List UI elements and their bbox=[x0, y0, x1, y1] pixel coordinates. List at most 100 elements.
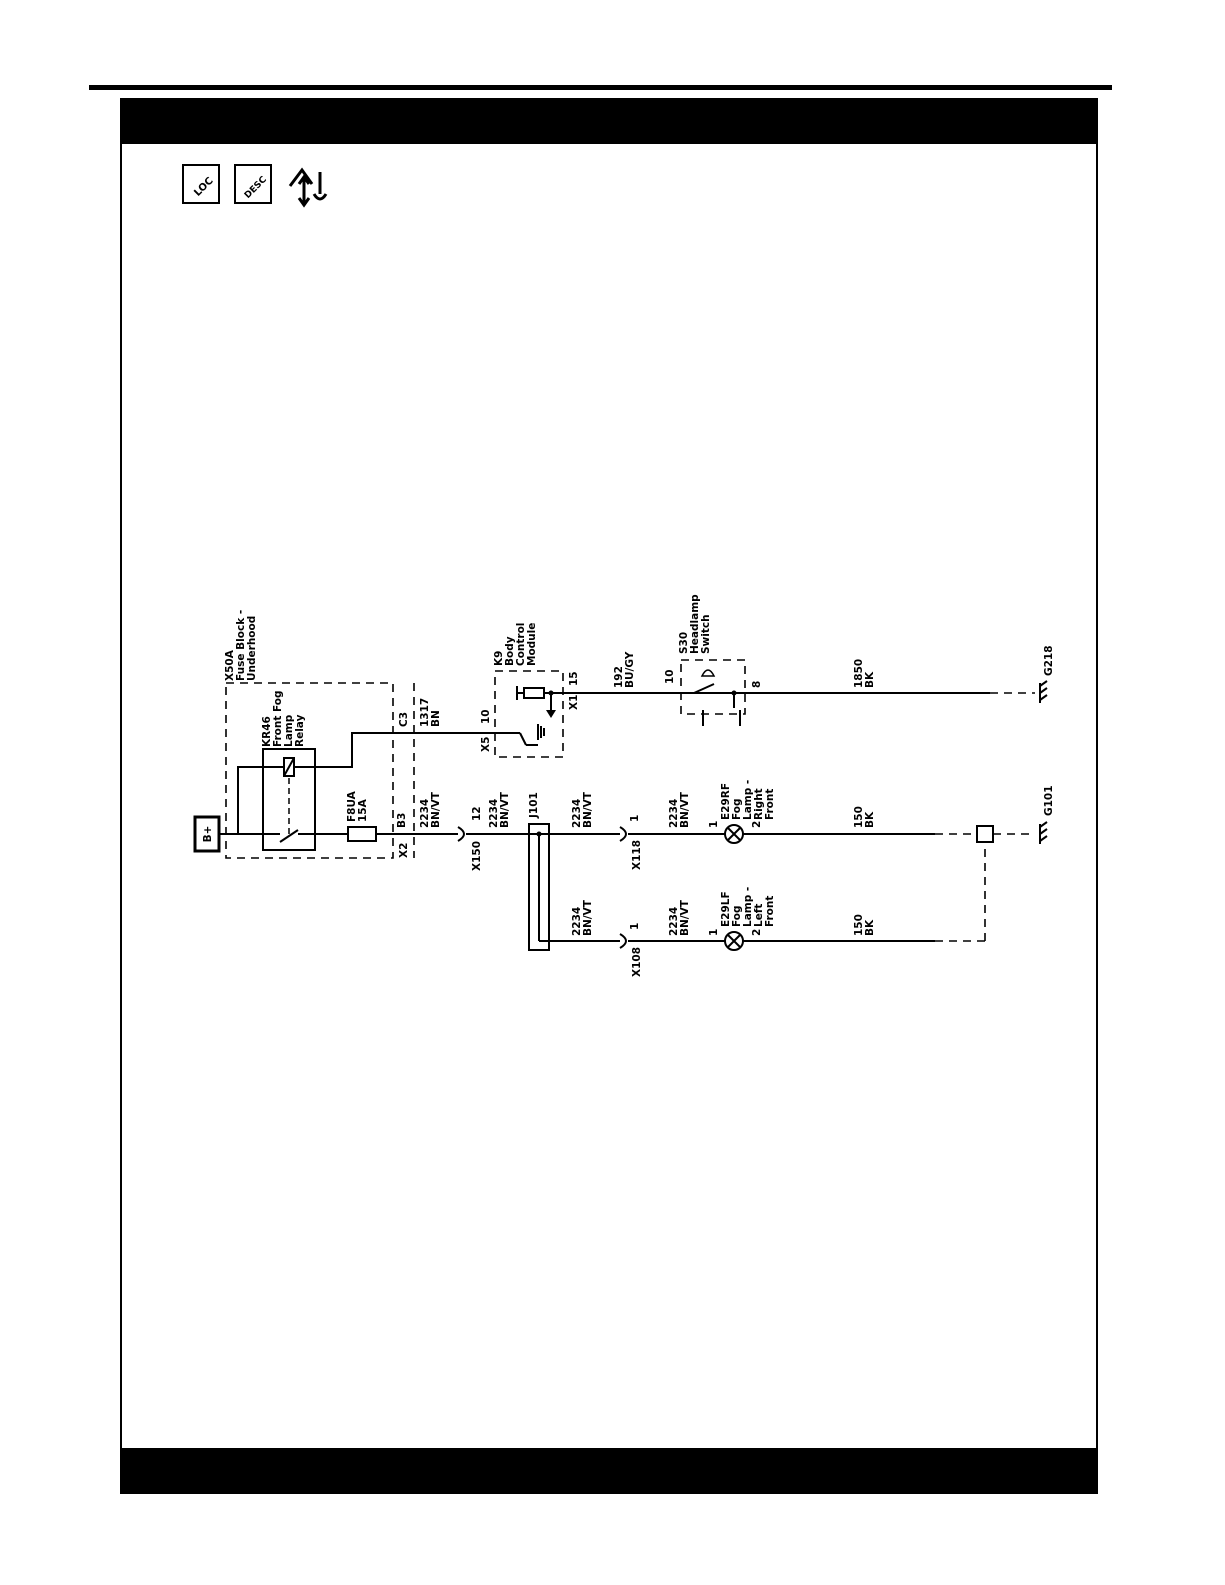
switch-contact bbox=[693, 683, 715, 694]
switch-id: S30 bbox=[678, 632, 690, 654]
bcm-name-2: Control bbox=[515, 623, 527, 666]
wire-150-lf-color: BK bbox=[864, 919, 876, 936]
conn-x150-symbol bbox=[457, 826, 465, 842]
relay-name-2: Lamp bbox=[283, 714, 295, 747]
wire-color-bnvt-f: BN/VT bbox=[679, 899, 691, 936]
page-frame: LOC DESC bbox=[120, 98, 1098, 1494]
wire-color-bnvt-b: BN/VT bbox=[499, 791, 511, 828]
fuse-block-name-1: Fuse Block - bbox=[235, 610, 247, 681]
wire-1850-label: 1850 bbox=[853, 659, 865, 688]
wire-2234-f: 2234 bbox=[668, 907, 680, 936]
wire-1317-color: BN bbox=[430, 710, 442, 727]
splice-j101 bbox=[528, 823, 550, 951]
lamp-lf-name-3: Left bbox=[753, 904, 765, 927]
conn-x108-label: X108 bbox=[631, 947, 643, 977]
bcm-name-3: Module bbox=[526, 623, 538, 666]
fuse-rating: 15A bbox=[357, 798, 369, 822]
wire-1850-color: BK bbox=[864, 671, 876, 688]
switch-name-1: Headlamp bbox=[689, 594, 701, 654]
conn-x5-label: X5 bbox=[480, 737, 492, 752]
conn-x1-label: X1 bbox=[568, 695, 580, 710]
footer-bar bbox=[122, 1448, 1096, 1492]
location-icon[interactable]: LOC bbox=[182, 164, 220, 204]
wire-150-rf-color: BK bbox=[864, 811, 876, 828]
wire-2234-d: 2234 bbox=[571, 907, 583, 936]
ground-g101-icon bbox=[1039, 821, 1048, 842]
wire-150-rf-label: 150 bbox=[853, 806, 865, 828]
fuse-block-name-2: Underhood bbox=[246, 616, 258, 681]
x108-pin-1: 1 bbox=[629, 923, 641, 930]
ground-g218-label: G218 bbox=[1043, 645, 1055, 676]
description-icon[interactable]: DESC bbox=[234, 164, 272, 204]
wire-1317-label: 1317 bbox=[419, 698, 431, 727]
bcm-pin-10: 10 bbox=[480, 709, 492, 724]
bcm-outline bbox=[494, 670, 564, 758]
conn-x118-symbol bbox=[619, 826, 627, 842]
wire-192-label: 192 bbox=[613, 666, 625, 688]
relay-name-1: Front Fog bbox=[272, 690, 284, 747]
switch-name-2: Switch bbox=[700, 614, 712, 654]
conn-x2-label: X2 bbox=[398, 843, 410, 858]
bcm-pullup-resistor bbox=[523, 687, 545, 699]
lamp-rf-id: E29RF bbox=[720, 783, 732, 820]
x150-pin-12: 12 bbox=[471, 806, 483, 821]
lamp-rf-name-3: Right bbox=[753, 788, 765, 820]
relay-contact bbox=[279, 829, 299, 843]
lamp-rf-name-2: Lamp - bbox=[742, 780, 754, 820]
relay-name-3: Relay bbox=[294, 714, 306, 747]
fuse-block-id: X50A bbox=[224, 649, 236, 681]
wire-192-color: BU/GY bbox=[624, 651, 636, 688]
wire-color-bnvt-c: BN/VT bbox=[582, 791, 594, 828]
splice-node bbox=[536, 831, 542, 837]
bcm-pin-15: 15 bbox=[568, 671, 580, 686]
relay-id: KR46 bbox=[261, 716, 273, 747]
x118-pin-1: 1 bbox=[629, 815, 641, 822]
conn-x108-symbol bbox=[619, 933, 627, 949]
lamp-rf-pin-1: 1 bbox=[708, 821, 720, 828]
lamp-lf-id: E29LF bbox=[720, 891, 732, 927]
pin-b3-label: B3 bbox=[396, 813, 408, 828]
relay-box bbox=[262, 748, 316, 851]
headlamp-switch-outline bbox=[680, 659, 746, 715]
bcm-name-1: Body bbox=[504, 636, 516, 666]
wire-2234-e: 2234 bbox=[668, 799, 680, 828]
fog-lamp-lf-cross bbox=[727, 934, 741, 948]
conn-x118-label: X118 bbox=[631, 840, 643, 870]
wire-color-bnvt-e: BN/VT bbox=[679, 791, 691, 828]
switch-pin-8: 8 bbox=[751, 681, 763, 688]
wire-2234-a: 2234 bbox=[419, 799, 431, 828]
fog-lamp-switch-icon bbox=[700, 669, 716, 677]
lamp-lf-name-2: Lamp - bbox=[742, 887, 754, 927]
wire-150-lf-label: 150 bbox=[853, 914, 865, 936]
conn-x150-label: X150 bbox=[471, 841, 483, 871]
wire-1317 bbox=[294, 732, 520, 768]
bcm-id: K9 bbox=[493, 651, 505, 666]
wire-2234-c: 2234 bbox=[571, 799, 583, 828]
lamp-lf-name-1: Fog bbox=[731, 906, 743, 927]
splice-j101-label: J101 bbox=[528, 792, 540, 819]
bcm-low-side-switch bbox=[519, 732, 527, 746]
header-bar bbox=[122, 100, 1096, 144]
battery-positive-terminal bbox=[193, 815, 221, 853]
ground-g218-icon bbox=[1039, 680, 1048, 701]
ground-g101-label: G101 bbox=[1043, 785, 1055, 816]
fog-lamp-rf-cross bbox=[727, 827, 741, 841]
ground-splice-block bbox=[976, 825, 994, 843]
top-rule bbox=[89, 85, 1112, 90]
relay-coil-slash bbox=[283, 757, 295, 777]
lamp-rf-name-4: Front bbox=[764, 789, 776, 820]
wire-color-bnvt-d: BN/VT bbox=[582, 899, 594, 936]
connector-end-view-icon[interactable] bbox=[286, 164, 332, 208]
fuse-block-outline bbox=[225, 682, 394, 859]
lamp-lf-name-4: Front bbox=[764, 896, 776, 927]
wire-2234-b: 2234 bbox=[488, 799, 500, 828]
switch-pin-10: 10 bbox=[664, 669, 676, 684]
bcm-input-arrow bbox=[546, 710, 556, 718]
lamp-rf-name-1: Fog bbox=[731, 799, 743, 820]
power-label: B+ bbox=[202, 826, 214, 843]
lamp-lf-pin-1: 1 bbox=[708, 929, 720, 936]
fuse-f8ua bbox=[347, 826, 377, 842]
lamp-lf-pin-2: 2 bbox=[751, 929, 763, 936]
conn-c3-label: C3 bbox=[398, 712, 410, 727]
